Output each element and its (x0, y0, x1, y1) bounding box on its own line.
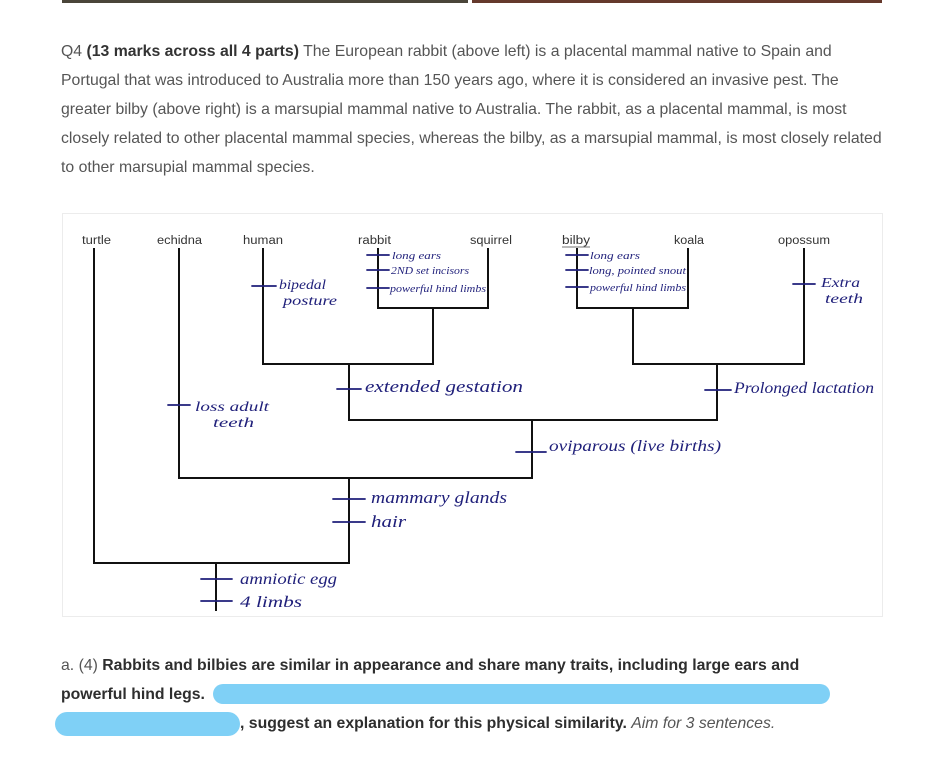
taxon-label-echidna: echidna (157, 235, 203, 247)
part-a-line: a. (4) Rabbits and bilbies are similar i… (61, 651, 799, 680)
part-a-label: a. (4) (61, 657, 98, 674)
trait-label: loss adult (195, 400, 271, 415)
node-bilby-koala (577, 308, 688, 364)
part-a-prompt: powerful hind legs. (61, 686, 205, 703)
taxon-label-rabbit: rabbit (358, 235, 392, 247)
part-a-prompt: , suggest an explanation for this physic… (240, 715, 627, 732)
redaction-mark (213, 684, 830, 704)
bilby-photo (472, 0, 882, 3)
intro-line: Q4 (13 marks across all 4 parts) The Eur… (61, 37, 882, 66)
trait-label: teeth (825, 292, 863, 307)
intro-line: Portugal that was introduced to Australi… (61, 66, 882, 95)
trait-label: amniotic egg (240, 571, 337, 588)
trait-label: teeth (213, 416, 254, 431)
trait-label: 2ND set incisors (391, 266, 469, 277)
taxon-label-squirrel: squirrel (470, 235, 512, 247)
trait-label: hair (371, 512, 406, 531)
taxon-label-koala: koala (674, 235, 705, 247)
trait-label: powerful hind limbs (589, 283, 686, 294)
question-intro: Q4 (13 marks across all 4 parts) The Eur… (61, 37, 882, 182)
rabbit-photo (62, 0, 468, 3)
intro-line: to other marsupial mammal species. (61, 153, 882, 182)
trait-label: long ears (590, 251, 640, 262)
intro-text: The European rabbit (above left) is a pl… (303, 43, 832, 60)
trait-label: Extra (820, 276, 860, 291)
intro-line: closely related to other placental mamma… (61, 124, 882, 153)
question-marks: (13 marks across all 4 parts) (86, 43, 299, 60)
trait-label: 4 limbs (240, 594, 302, 611)
trait-label: powerful hind limbs (389, 284, 486, 295)
trait-label: long, pointed snout (589, 266, 686, 277)
trait-label: long ears (392, 251, 441, 262)
trait-label: posture (282, 294, 337, 309)
taxon-label-human: human (243, 235, 283, 247)
cladogram: turtle echidna human rabbit squirrel bil… (62, 213, 883, 617)
redaction-mark (55, 712, 240, 736)
part-a-prompt: Rabbits and bilbies are similar in appea… (102, 657, 799, 674)
trait-ticks (168, 255, 815, 601)
cladogram-branches (94, 249, 804, 610)
trait-label: bipedal (279, 278, 326, 293)
taxon-label-bilby: bilby (562, 235, 590, 247)
part-a-line: , suggest an explanation for this physic… (240, 709, 775, 738)
taxon-label-opossum: opossum (778, 235, 830, 247)
trait-label: oviparous (live births) (549, 438, 721, 455)
part-a-hint: Aim for 3 sentences. (631, 715, 775, 732)
question-number: Q4 (61, 43, 82, 60)
node-rabbit-squirrel (378, 308, 488, 364)
intro-line: greater bilby (above right) is a marsupi… (61, 95, 882, 124)
trait-label: Prolonged lactation (733, 380, 874, 397)
trait-label: mammary glands (371, 488, 507, 507)
taxon-label-turtle: turtle (82, 235, 111, 247)
trait-label: extended gestation (365, 377, 523, 396)
